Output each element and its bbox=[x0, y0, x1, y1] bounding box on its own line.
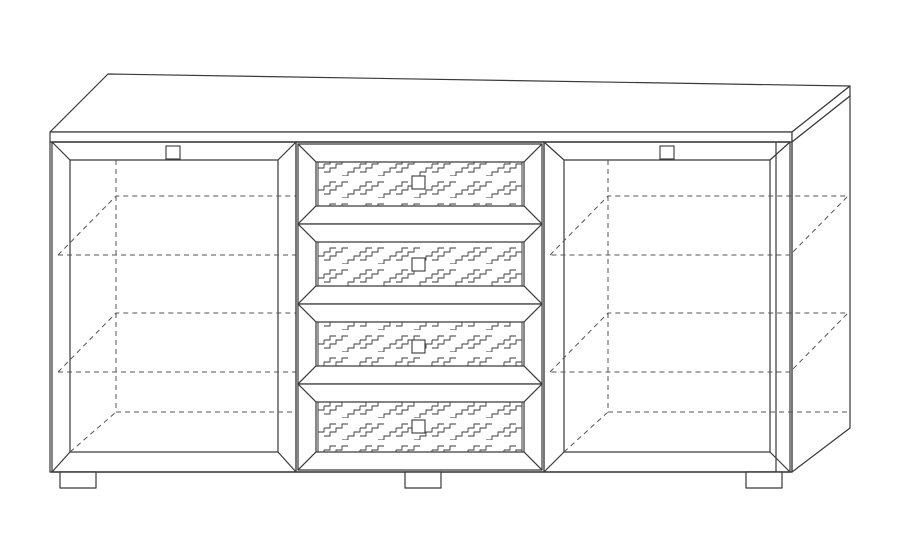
foot-right bbox=[745, 471, 783, 489]
foot-left bbox=[59, 471, 97, 489]
drawer-column bbox=[295, 141, 545, 473]
drawer-knob-icon[interactable] bbox=[411, 419, 426, 434]
foot-center bbox=[404, 471, 442, 489]
right-side-panel bbox=[791, 95, 851, 473]
drawer-4[interactable] bbox=[297, 383, 543, 471]
door-handle-icon[interactable] bbox=[165, 145, 181, 160]
drawer-2[interactable] bbox=[297, 223, 543, 305]
drawer-knob-icon[interactable] bbox=[411, 175, 426, 190]
left-compartment bbox=[51, 141, 297, 473]
drawer-3[interactable] bbox=[297, 303, 543, 385]
drawer-1[interactable] bbox=[297, 143, 543, 225]
door-handle-icon[interactable] bbox=[659, 145, 675, 160]
drawer-knob-icon[interactable] bbox=[411, 339, 426, 354]
drawer-knob-icon[interactable] bbox=[411, 257, 426, 272]
top-slab bbox=[49, 73, 851, 143]
